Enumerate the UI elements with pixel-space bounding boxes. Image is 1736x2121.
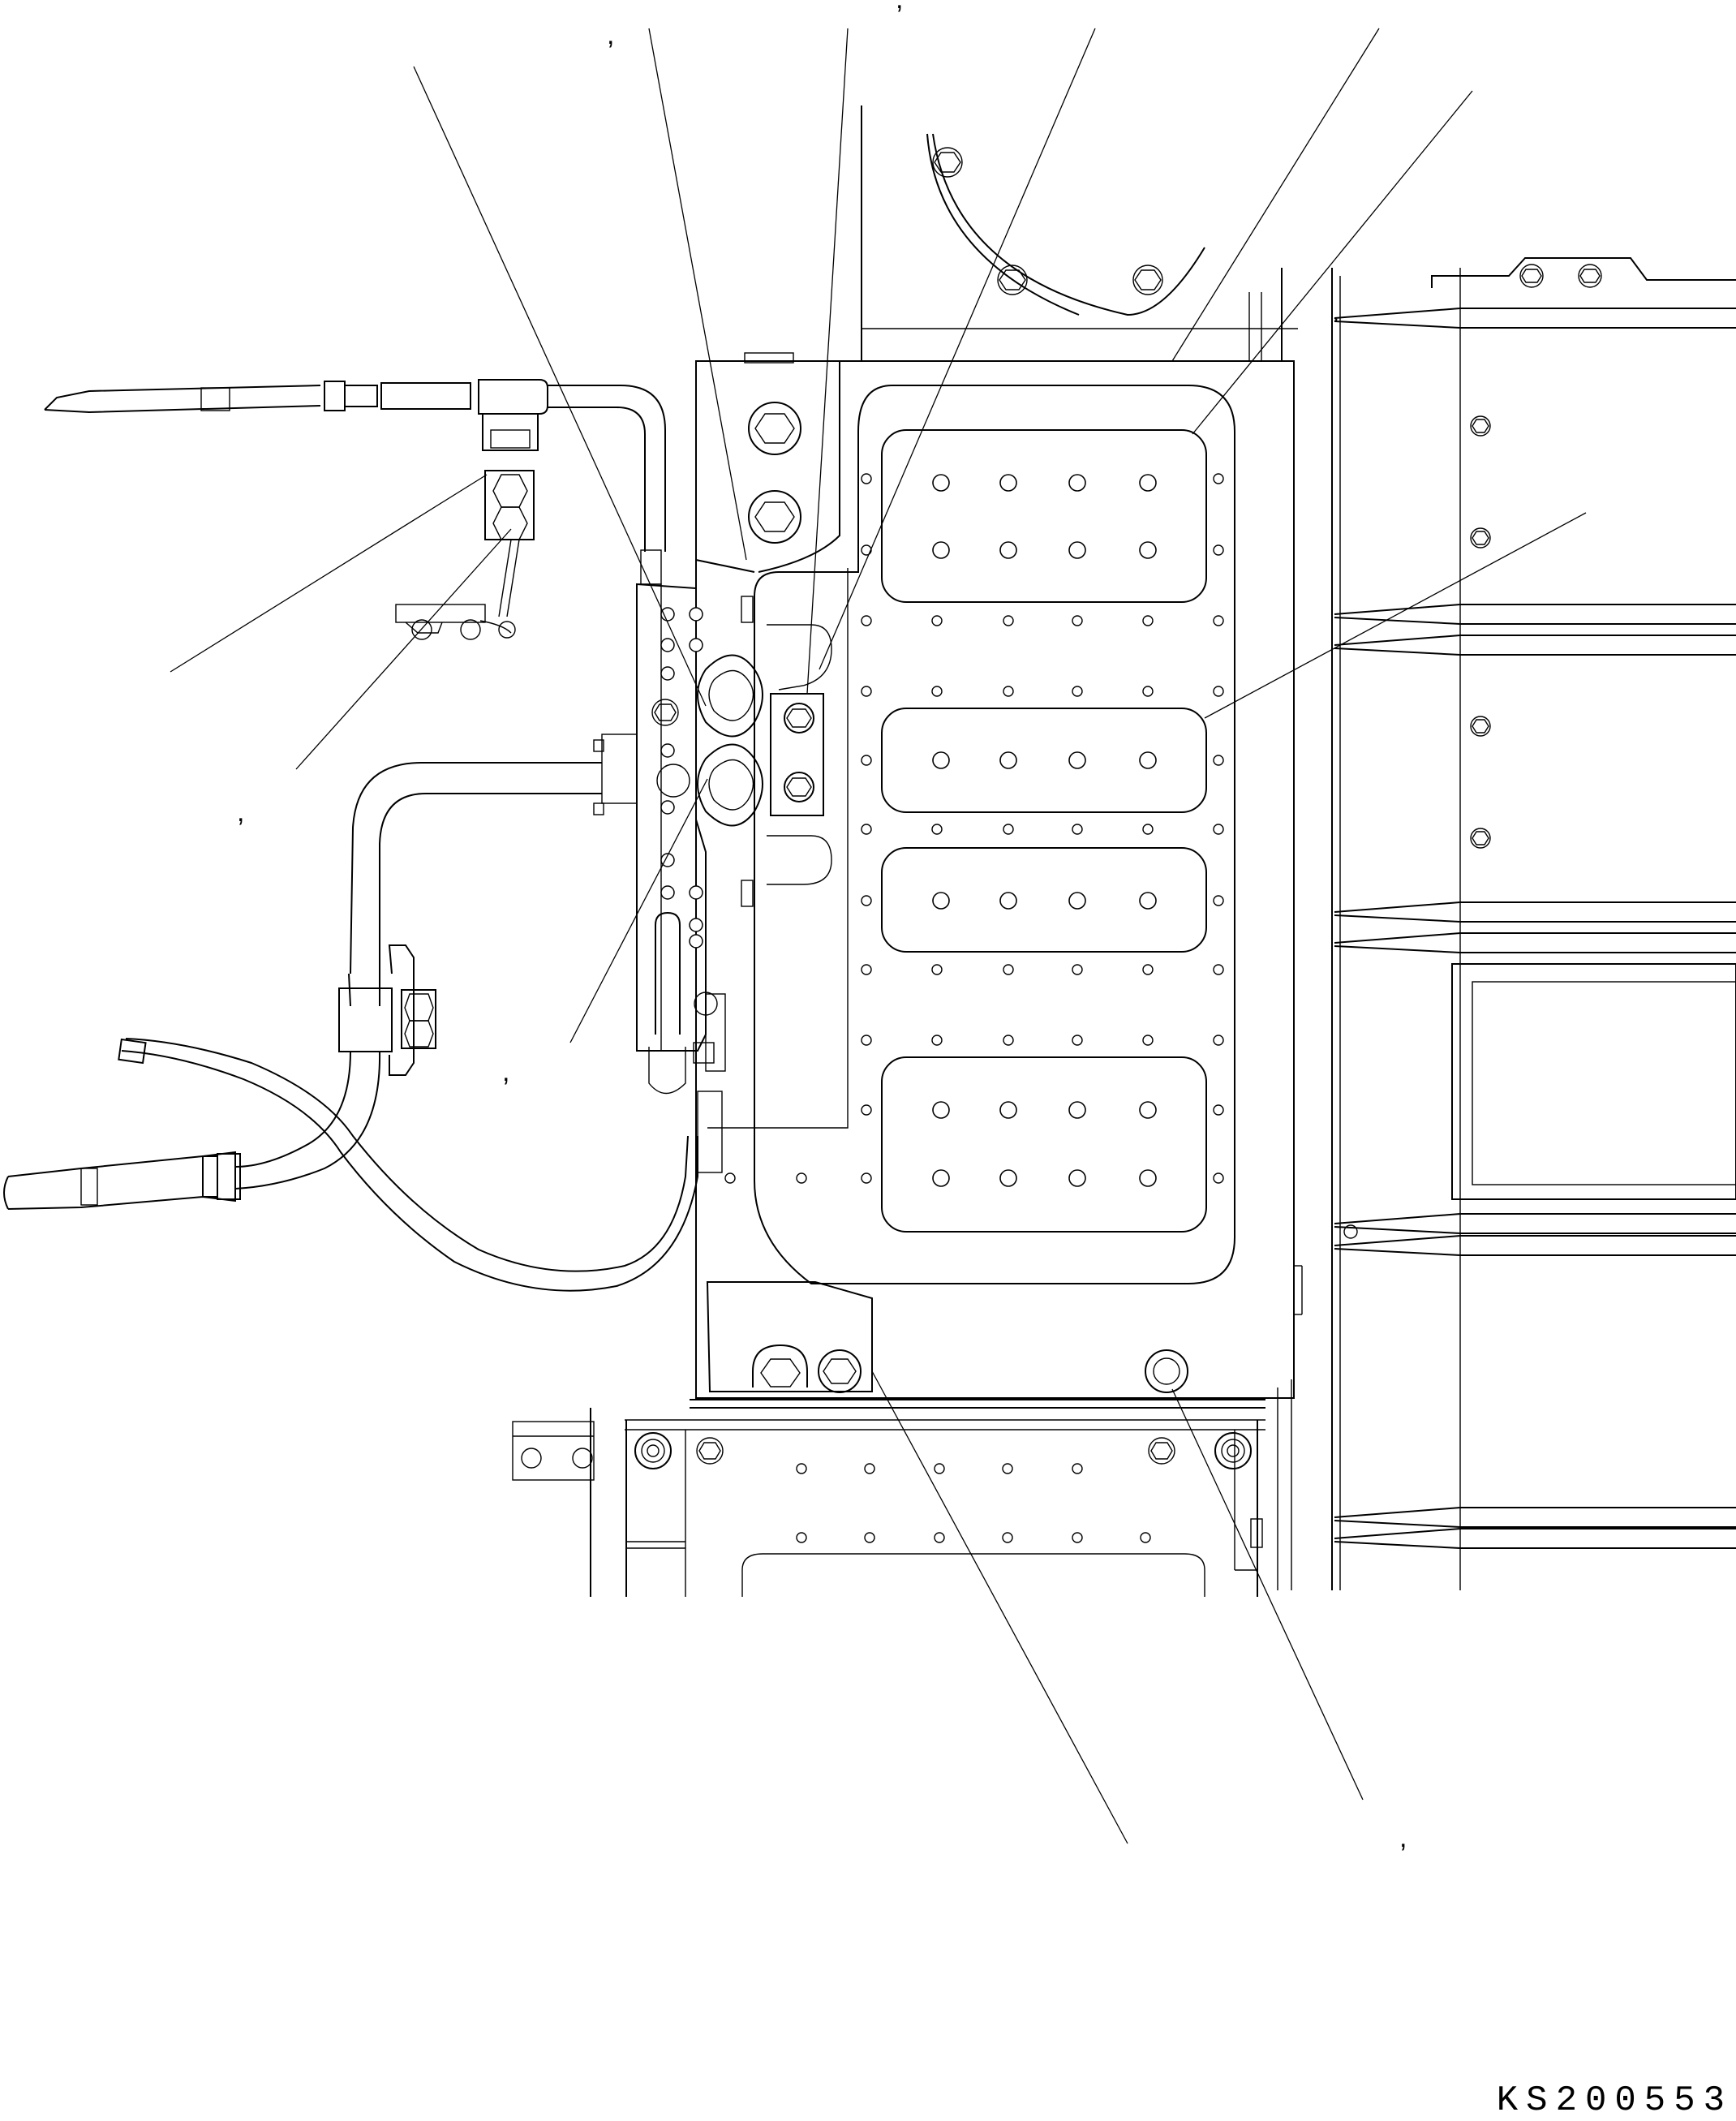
leader-lines: [170, 28, 1587, 1844]
valve-block: [593, 549, 832, 1173]
plate-rivets: [724, 473, 1224, 1184]
callout-mark-bottom-right: ,: [1399, 1822, 1407, 1853]
callout-mark-top-center: ,: [896, 0, 903, 15]
radiator-fins: [1334, 308, 1736, 1549]
fan-shroud: [861, 105, 1298, 361]
cooler-cores: [881, 429, 1207, 1233]
core-bolts: [932, 474, 1157, 1187]
bottom-frame: [512, 1399, 1265, 1597]
callout-mark-center: ,: [502, 1056, 509, 1087]
callout-mark-top-left: ,: [607, 19, 614, 50]
cooler-plate: [695, 352, 1303, 1399]
callout-mark-left: ,: [237, 797, 244, 828]
hose-clamps: [697, 624, 832, 885]
radiator-core: [1277, 257, 1736, 1590]
part-code: KS200553: [1496, 2080, 1733, 2121]
shroud-bolts: [932, 147, 1163, 295]
callout-marks: , , , , ,: [237, 0, 1407, 1853]
plate-bottom-bolts: [752, 1344, 1188, 1393]
hoses: [3, 379, 715, 1292]
